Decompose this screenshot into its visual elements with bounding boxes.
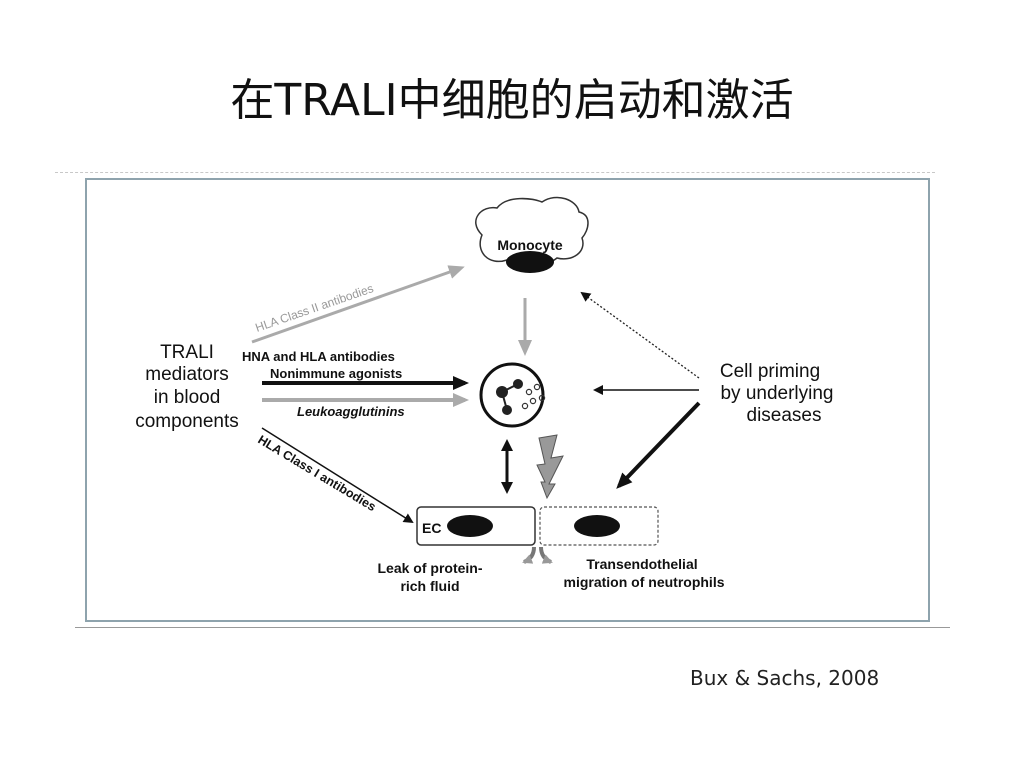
svg-text:Leak of protein-: Leak of protein- xyxy=(377,560,482,576)
endothelial-cell: EC xyxy=(416,506,536,546)
neutrophil-cell xyxy=(479,362,546,428)
figure-frame: Monocyte TRALI mediators in blood compon… xyxy=(85,178,930,622)
svg-text:mediators: mediators xyxy=(145,364,228,385)
hna-hla-label: HNA and HLA antibodies xyxy=(242,349,395,364)
ec-nucleus xyxy=(447,515,493,537)
svg-text:TRALI: TRALI xyxy=(160,342,214,363)
monocyte-nucleus xyxy=(506,251,554,273)
svg-text:migration of neutrophils: migration of neutrophils xyxy=(564,574,725,590)
cell-priming-label: Cell priming by underlying diseases xyxy=(720,361,834,426)
migration-arrow-icon xyxy=(539,546,553,564)
svg-text:by underlying: by underlying xyxy=(720,383,833,404)
hla-class-ii-label: HLA Class II antibodies xyxy=(253,281,375,335)
citation: Bux & Sachs, 2008 xyxy=(690,666,880,690)
hla-class-i-arrow xyxy=(261,427,414,524)
lightning-bolt-icon xyxy=(536,434,564,500)
priming-to-monocyte-arrow xyxy=(580,291,700,379)
decorative-line-top xyxy=(55,172,935,173)
svg-text:Transendothelial: Transendothelial xyxy=(586,556,697,572)
svg-text:diseases: diseases xyxy=(747,405,822,426)
leak-label: Leak of protein- rich fluid xyxy=(377,560,482,594)
monocyte-cell: Monocyte xyxy=(475,196,589,273)
leukoagglutinins-label: Leukoagglutinins xyxy=(297,404,405,419)
trali-diagram: Monocyte TRALI mediators in blood compon… xyxy=(135,196,834,594)
nonimmune-agonists-label: Nonimmune agonists xyxy=(270,366,402,381)
migration-label: Transendothelial migration of neutrophil… xyxy=(564,556,725,590)
ec-label: EC xyxy=(422,520,441,536)
slide-title: 在TRALI中细胞的启动和激活 xyxy=(230,75,794,126)
svg-text:rich fluid: rich fluid xyxy=(400,578,459,594)
monocyte-label: Monocyte xyxy=(497,237,563,253)
svg-text:Cell priming: Cell priming xyxy=(720,361,820,382)
adjacent-ec-nucleus xyxy=(574,515,620,537)
adjacent-endothelial-cell xyxy=(539,506,659,546)
trali-mediators-label: TRALI mediators in blood components xyxy=(135,342,239,432)
svg-text:in blood: in blood xyxy=(154,387,221,408)
svg-text:components: components xyxy=(135,411,239,432)
leak-arrow-icon xyxy=(522,546,536,564)
hla-class-i-label: HLA Class I antibodies xyxy=(255,433,378,515)
hla-class-ii-arrow xyxy=(251,265,465,344)
priming-to-endothelium-arrow xyxy=(616,401,701,489)
decorative-line-bottom xyxy=(75,627,950,628)
